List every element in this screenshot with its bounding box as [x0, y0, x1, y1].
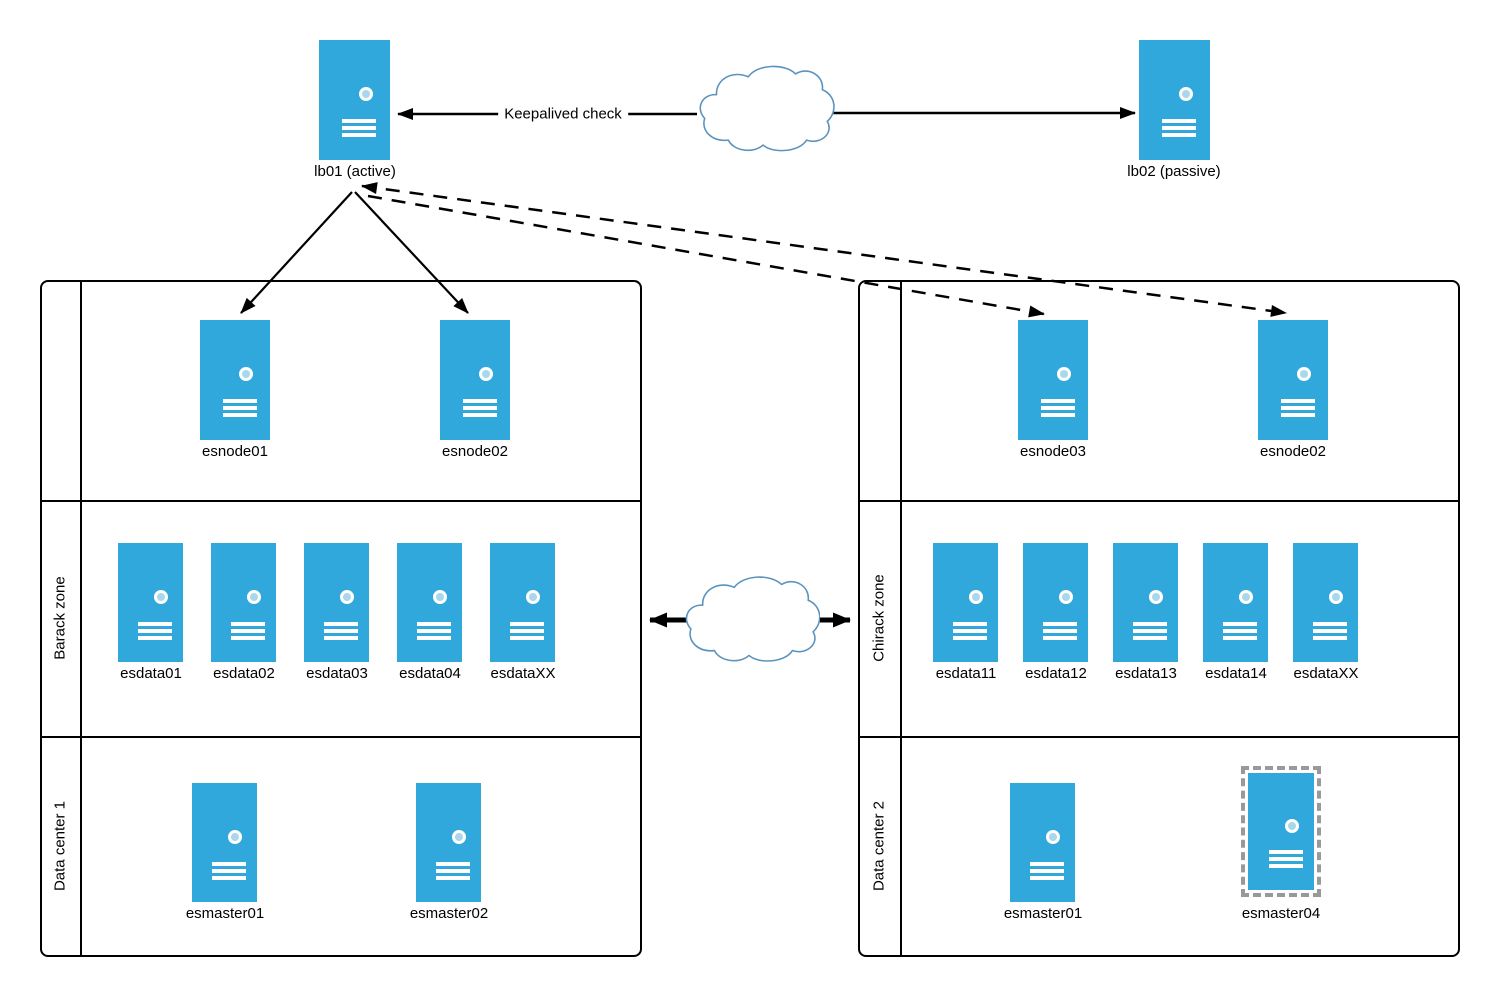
- vent-lines-icon: [436, 861, 471, 883]
- vent-lines-icon: [1162, 119, 1197, 140]
- dc2-row-divider-1: [860, 500, 1458, 502]
- power-button-icon: [451, 829, 466, 844]
- power-button-icon: [358, 87, 373, 101]
- server-esnode03: [1018, 320, 1088, 440]
- vent-lines-icon: [1030, 861, 1065, 883]
- esmaster-label: esmaster04: [1241, 905, 1321, 922]
- server-esdata04: [397, 543, 462, 662]
- vent-lines-icon: [1040, 399, 1075, 420]
- esnode-label: esnode02: [1260, 443, 1326, 460]
- vent-lines-icon: [212, 861, 247, 883]
- server-esdata14: [1203, 543, 1268, 662]
- server-esnode02: [440, 320, 510, 440]
- esmaster04-ghost-outline: [1241, 766, 1321, 897]
- esnode-label: esnode02: [442, 443, 508, 460]
- power-button-icon: [246, 589, 261, 604]
- server-esdataXX-dc2: [1293, 543, 1358, 662]
- dc2-label-column-divider: [900, 282, 902, 955]
- power-button-icon: [1148, 589, 1163, 604]
- power-button-icon: [1178, 87, 1193, 101]
- vent-lines-icon: [417, 621, 452, 643]
- esdata-label: esdata12: [1025, 665, 1087, 682]
- vent-lines-icon: [1280, 399, 1315, 420]
- esdata-label: esdata13: [1115, 665, 1177, 682]
- server-esdata12: [1023, 543, 1088, 662]
- server-lb01: [319, 40, 390, 160]
- esdata-label: esdata01: [120, 665, 182, 682]
- wan-cloud-icon: [699, 65, 835, 152]
- power-button-icon: [339, 589, 354, 604]
- esdata-label: esdataXX: [1293, 665, 1359, 682]
- lb02-label: lb02 (passive): [1127, 163, 1221, 180]
- dc1-row-divider-2: [42, 736, 640, 738]
- keepalived-check-label: Keepalived check: [498, 105, 628, 123]
- vent-lines-icon: [510, 621, 545, 643]
- server-esdata01: [118, 543, 183, 662]
- server-esdata13: [1113, 543, 1178, 662]
- wan-cloud-icon: [685, 576, 820, 662]
- server-esmaster04: [1248, 773, 1314, 890]
- power-button-icon: [1284, 818, 1299, 833]
- power-button-icon: [239, 367, 254, 381]
- vent-lines-icon: [462, 399, 497, 420]
- power-button-icon: [153, 589, 168, 604]
- lb01-label: lb01 (active): [314, 163, 396, 180]
- power-button-icon: [1297, 367, 1312, 381]
- dc1-label-column-divider: [80, 282, 82, 955]
- vent-lines-icon: [1223, 621, 1258, 643]
- dc2-zone-label: Chirack zone: [870, 574, 888, 662]
- power-button-icon: [1328, 589, 1343, 604]
- server-esmaster02-dc1: [416, 783, 481, 902]
- dc1-zone-label: Barack zone: [51, 576, 69, 660]
- esmaster-label: esmaster02: [409, 905, 489, 922]
- esnode-label: esnode03: [1020, 443, 1086, 460]
- dc2-label: Data center 2: [870, 800, 888, 892]
- vent-lines-icon: [1313, 621, 1348, 643]
- vent-lines-icon: [953, 621, 988, 643]
- power-button-icon: [432, 589, 447, 604]
- vent-lines-icon: [1268, 850, 1303, 871]
- vent-lines-icon: [342, 119, 377, 140]
- server-esnode02-dc2: [1258, 320, 1328, 440]
- esdata-label: esdata11: [935, 665, 997, 682]
- server-esmaster01-dc1: [192, 783, 257, 902]
- power-button-icon: [1057, 367, 1072, 381]
- power-button-icon: [227, 829, 242, 844]
- vent-lines-icon: [324, 621, 359, 643]
- esdata-label: esdata03: [306, 665, 368, 682]
- vent-lines-icon: [222, 399, 257, 420]
- dc2-row-divider-2: [860, 736, 1458, 738]
- esdata-label: esdata02: [213, 665, 275, 682]
- server-esdata03: [304, 543, 369, 662]
- vent-lines-icon: [231, 621, 266, 643]
- server-esdata11: [933, 543, 998, 662]
- esdata-label: esdata14: [1205, 665, 1267, 682]
- power-button-icon: [1238, 589, 1253, 604]
- vent-lines-icon: [1133, 621, 1168, 643]
- power-button-icon: [525, 589, 540, 604]
- server-esnode01: [200, 320, 270, 440]
- dc1-row-divider-1: [42, 500, 640, 502]
- vent-lines-icon: [1043, 621, 1078, 643]
- esdata-label: esdataXX: [490, 665, 556, 682]
- server-esmaster01-dc2: [1010, 783, 1075, 902]
- power-button-icon: [479, 367, 494, 381]
- vent-lines-icon: [138, 621, 173, 643]
- power-button-icon: [968, 589, 983, 604]
- esmaster-label: esmaster01: [185, 905, 265, 922]
- server-esdata02: [211, 543, 276, 662]
- server-esdataXX: [490, 543, 555, 662]
- server-lb02: [1139, 40, 1210, 160]
- power-button-icon: [1058, 589, 1073, 604]
- esnode-label: esnode01: [202, 443, 268, 460]
- esmaster-label: esmaster01: [1003, 905, 1083, 922]
- power-button-icon: [1045, 829, 1060, 844]
- esdata-label: esdata04: [399, 665, 461, 682]
- dc1-label: Data center 1: [51, 800, 69, 892]
